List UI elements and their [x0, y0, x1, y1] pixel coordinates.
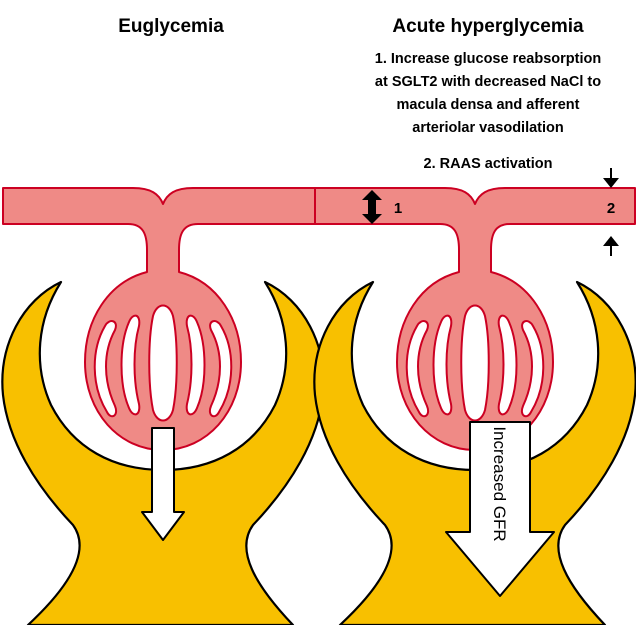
right-panel: Acute hyperglycemia 1. Increase glucose …	[314, 16, 635, 625]
mechanism-note: 1. Increase glucose reabsorption at SGLT…	[375, 51, 601, 136]
afferent-marker: 1	[394, 200, 402, 217]
raas-activation-label: 2. RAAS activation	[424, 156, 553, 172]
right-panel-title: Acute hyperglycemia	[392, 16, 584, 37]
note-line-3: macula densa and afferent	[397, 97, 580, 113]
note-line-2: at SGLT2 with decreased NaCl to	[375, 74, 601, 90]
left-panel-title: Euglycemia	[118, 16, 224, 37]
note-line-1: 1. Increase glucose reabsorption	[375, 51, 601, 67]
note-line-4: arteriolar vasodilation	[412, 120, 564, 136]
left-panel: Euglycemia	[2, 16, 323, 625]
increased-gfr-label: Increased GFR	[490, 426, 509, 541]
efferent-marker: 2	[607, 200, 615, 217]
